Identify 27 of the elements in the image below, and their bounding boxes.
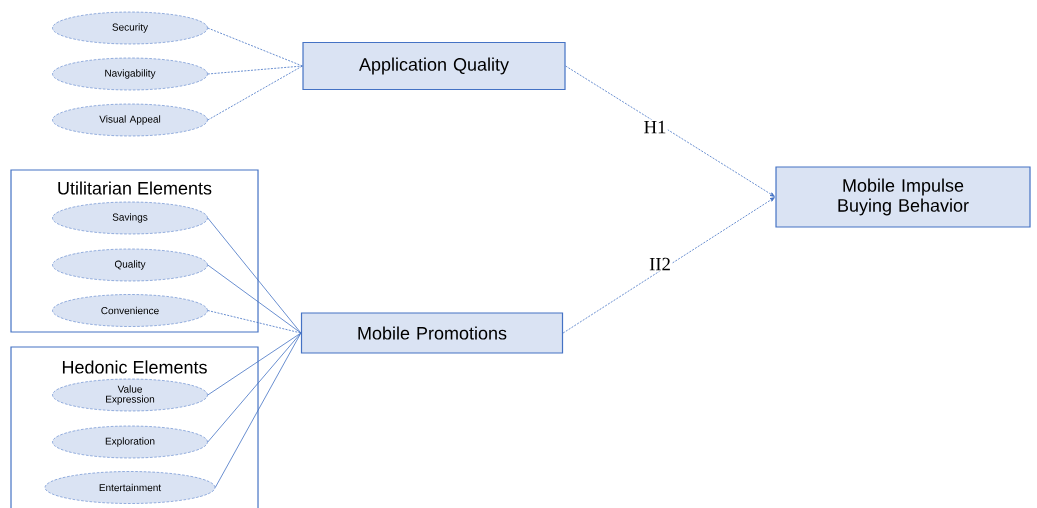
- process-box: Application Quality: [302, 41, 566, 91]
- group-heading: Hedonic Elements: [62, 360, 207, 374]
- oval-node: Security: [52, 11, 208, 45]
- connector: [207, 264, 302, 334]
- group-heading: Utilitarian Elements: [58, 181, 212, 195]
- oval-node: Savings: [52, 201, 208, 235]
- connector: [207, 65, 303, 121]
- connector: [207, 332, 302, 396]
- connector: [214, 332, 302, 488]
- connector: [562, 197, 775, 334]
- process-box: Mobile Impulse Buying Behavior: [775, 166, 1031, 228]
- oval-node: Quality: [52, 248, 208, 282]
- connector: [207, 65, 303, 75]
- connector: [207, 332, 302, 443]
- oval-node: Exploration: [52, 425, 208, 459]
- process-box: Mobile Promotions: [300, 312, 564, 354]
- oval-node: Convenience: [52, 294, 208, 327]
- connector: [207, 310, 302, 334]
- edge-label: II2: [647, 256, 673, 272]
- connector: [207, 27, 303, 67]
- edge-label: H1: [642, 119, 668, 135]
- oval-node: Navigability: [52, 57, 208, 91]
- connector: [565, 65, 775, 197]
- oval-node: Visual Appeal: [52, 103, 208, 137]
- connector: [207, 217, 302, 334]
- oval-node: Entertainment: [44, 471, 216, 504]
- oval-node: Value Expression: [52, 378, 208, 412]
